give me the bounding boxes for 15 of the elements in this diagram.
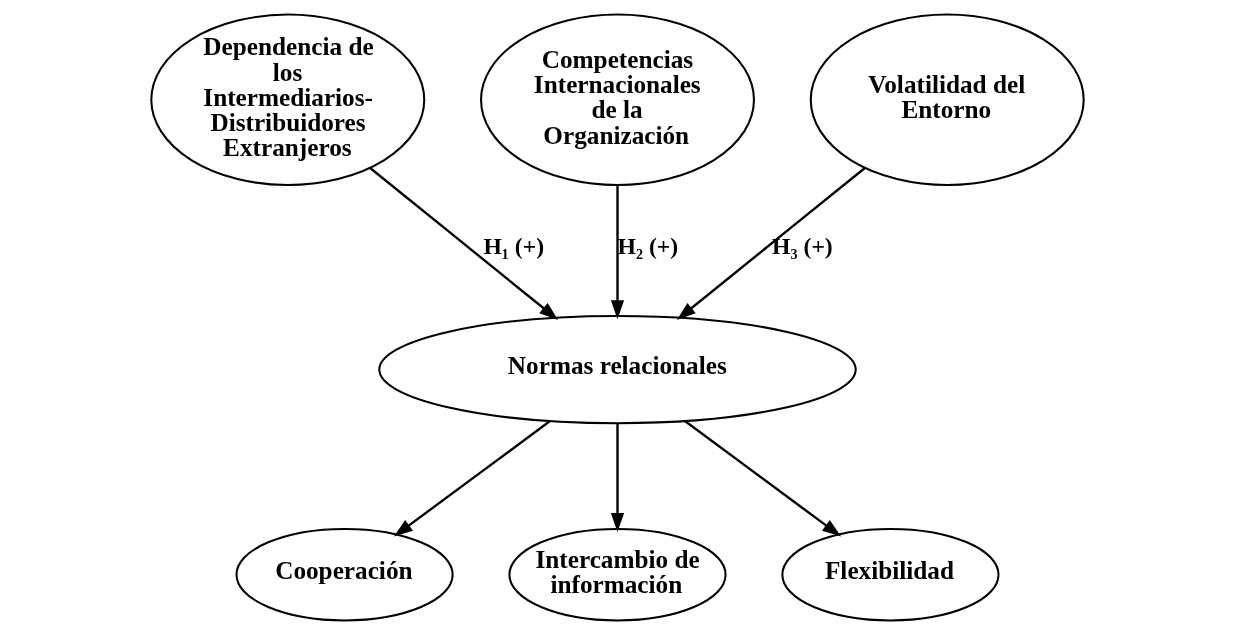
node-ellipse: Flexibilidad — [780, 527, 1000, 622]
node-ellipse: Cooperación — [234, 527, 454, 622]
edge-label: H₃ (+) — [771, 233, 833, 260]
arrow — [676, 167, 866, 320]
arrow — [368, 167, 558, 320]
arrow — [610, 423, 624, 532]
node-ellipse: Competencias Internacionales de la Organización — [479, 13, 755, 186]
arrow — [683, 420, 841, 537]
edge-label: H₁ (+) — [482, 233, 544, 260]
arrow — [610, 185, 624, 320]
arrow — [393, 420, 551, 537]
node-ellipse: Dependencia de los Intermediarios- Distribuidores Extranjeros — [149, 13, 425, 186]
node-ellipse: Intercambio de información — [507, 527, 727, 622]
node-ellipse: Normas relacionales — [377, 314, 857, 425]
node-ellipse: Volatilidad del Entorno — [809, 13, 1085, 186]
